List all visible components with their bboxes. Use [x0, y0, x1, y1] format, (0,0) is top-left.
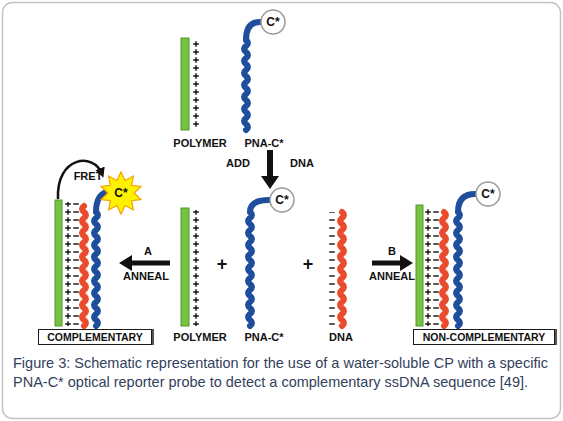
- dna-strand: [442, 212, 446, 326]
- result-box: NON-COMPLEMENTARY: [413, 329, 555, 345]
- dna-strand: [340, 212, 344, 326]
- path-letter: B: [388, 245, 396, 257]
- positive-charges: [192, 40, 200, 128]
- node-text: C*: [481, 188, 494, 200]
- polymer-bar: [181, 38, 189, 130]
- component-label: POLYMER: [173, 331, 226, 343]
- step-label: DNA: [290, 157, 314, 169]
- positive-charges: [192, 210, 200, 326]
- arrow-head: [119, 255, 132, 271]
- anneal-arrow: [131, 261, 170, 266]
- pna-strand: [456, 194, 475, 326]
- component-label: PNA-C*: [244, 331, 283, 343]
- arrow-head: [261, 176, 279, 189]
- pna-strand: [244, 22, 260, 130]
- result-box: COMPLEMENTARY: [38, 329, 152, 345]
- polymer-bar: [416, 205, 423, 326]
- polymer-bar: [181, 208, 189, 326]
- component-label: PNA-C*: [244, 137, 283, 149]
- node-text: C*: [266, 16, 279, 28]
- positive-charges: [64, 202, 72, 326]
- fluorescing-reporter: C*: [99, 171, 143, 215]
- fret-label: FRET: [74, 170, 103, 182]
- plus-operator: +: [217, 254, 228, 275]
- reporter-circle: C*: [475, 181, 501, 207]
- negative-charges: [328, 212, 336, 326]
- pna-strand: [248, 200, 269, 326]
- step-label: ANNEAL: [123, 270, 169, 282]
- node-text: C*: [275, 194, 288, 206]
- arrow-head: [400, 255, 413, 271]
- step-label: ANNEAL: [369, 270, 415, 282]
- dna-strand: [82, 206, 86, 326]
- step-label: ADD: [226, 157, 250, 169]
- polymer-bar: [55, 200, 62, 326]
- negative-charges: [432, 208, 440, 326]
- fret-arrow: [58, 161, 102, 199]
- anneal-arrow: [372, 261, 401, 266]
- node-text: C*: [114, 187, 127, 199]
- negative-charges: [72, 202, 80, 326]
- process-arrow: [267, 150, 273, 177]
- star-shape: [101, 172, 141, 214]
- path-letter: A: [144, 245, 152, 257]
- node-text: NON-COMPLEMENTARY: [423, 332, 546, 343]
- pna-strand: [94, 192, 106, 326]
- figure-frame: [3, 3, 561, 419]
- reporter-circle-shape: [261, 10, 285, 34]
- figure-caption: Figure 3: Schematic representation for t…: [13, 354, 553, 392]
- reporter-circle-shape: [270, 188, 294, 212]
- reporter-circle-shape: [476, 182, 500, 206]
- reporter-circle: C*: [269, 187, 295, 213]
- node-text: COMPLEMENTARY: [47, 332, 143, 343]
- reporter-circle: C*: [260, 9, 286, 35]
- component-label: DNA: [329, 331, 353, 343]
- component-label: POLYMER: [173, 137, 226, 149]
- positive-charges: [424, 208, 432, 326]
- plus-operator: +: [303, 254, 314, 275]
